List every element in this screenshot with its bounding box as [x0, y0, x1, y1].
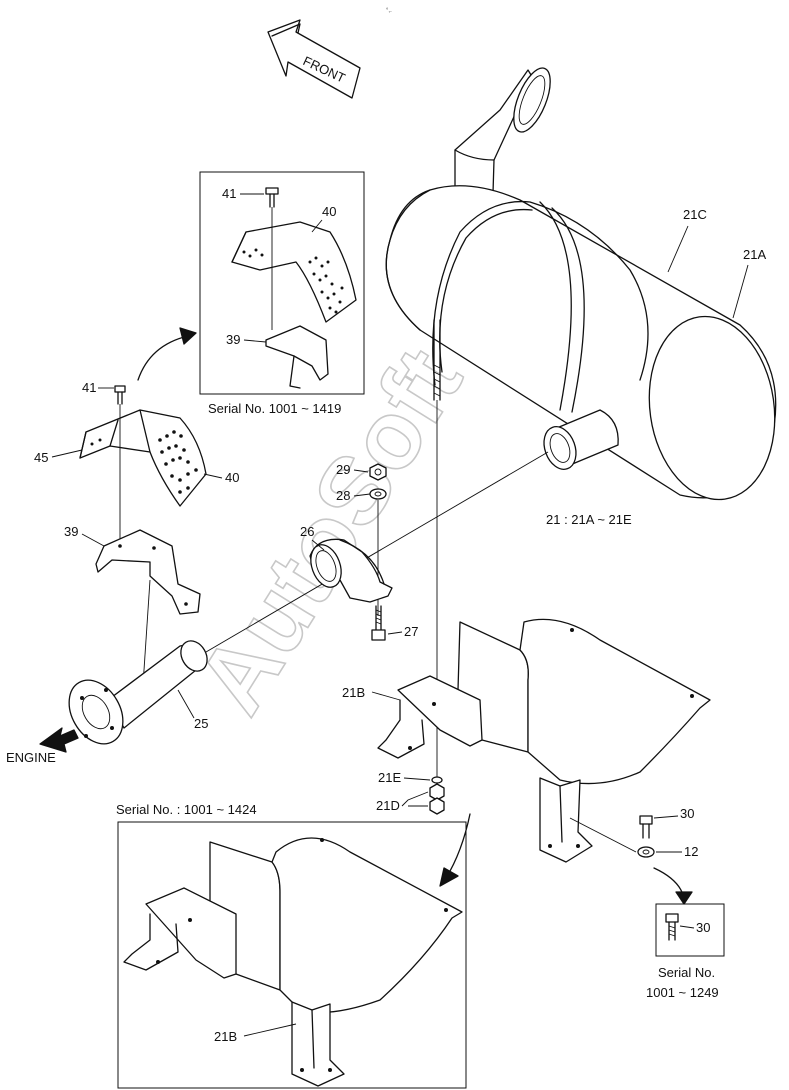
callout-45: 45 — [34, 450, 48, 465]
inset-bottom-serial: Serial No. : 1001 ~ 1424 — [116, 802, 257, 817]
callout-25: 25 — [194, 716, 208, 731]
heat-shield-group: 41 45 40 39 — [34, 380, 239, 615]
callout-30-inset: 30 — [696, 920, 710, 935]
callout-26: 26 — [300, 524, 314, 539]
callout-28: 28 — [336, 488, 350, 503]
callout-21d: 21D — [376, 798, 400, 813]
callout-30: 30 — [680, 806, 694, 821]
bolt-27: 27 — [371, 605, 418, 641]
callout-39-inset: 39 — [226, 332, 240, 347]
callout-21e: 21E — [378, 770, 401, 785]
callout-12: 12 — [684, 844, 698, 859]
callout-29: 29 — [336, 462, 350, 477]
inset-right-serial-2: 1001 ~ 1249 — [646, 985, 719, 1000]
callout-41-inset: 41 — [222, 186, 236, 201]
bolt-30-washer-12: 30 12 — [569, 806, 698, 859]
callout-41: 41 — [82, 380, 96, 395]
callout-40: 40 — [225, 470, 239, 485]
shield-holes — [90, 430, 198, 494]
engine-label: ENGINE — [6, 750, 56, 765]
inset-right-serial-1: Serial No. — [658, 965, 715, 980]
callout-21b: 21B — [342, 685, 365, 700]
inset-bottom: Serial No. : 1001 ~ 1424 21B — [116, 802, 467, 1089]
support-bracket-21b: 21B — [342, 618, 711, 863]
exhaust-pipe-25: 25 — [68, 640, 208, 745]
nut-washer-29-28: 29 28 — [336, 462, 387, 616]
callout-21c: 21C — [683, 207, 707, 222]
inset-top-serial: Serial No. 1001 ~ 1419 — [208, 401, 341, 416]
engine-arrow: ENGINE — [6, 727, 79, 765]
nuts-21e-21d: 21E 21D — [376, 770, 445, 815]
callout-27: 27 — [404, 624, 418, 639]
callout-40-inset: 40 — [322, 204, 336, 219]
callout-21b-inset: 21B — [214, 1029, 237, 1044]
shield-holes-inset — [242, 248, 344, 314]
muffler-21a — [385, 67, 777, 501]
assembly-note: 21 : 21A ~ 21E — [546, 512, 632, 527]
clamp-26: 26 — [300, 524, 393, 603]
inset-top: 41 40 39 Serial No. 1001 ~ 1419 — [199, 171, 365, 416]
page-mark: °,. — [386, 8, 392, 14]
callout-39: 39 — [64, 524, 78, 539]
front-arrow: FRONT — [267, 19, 361, 99]
callout-21a: 21A — [743, 247, 766, 262]
inset-right: 30 Serial No. 1001 ~ 1249 — [646, 903, 725, 1000]
